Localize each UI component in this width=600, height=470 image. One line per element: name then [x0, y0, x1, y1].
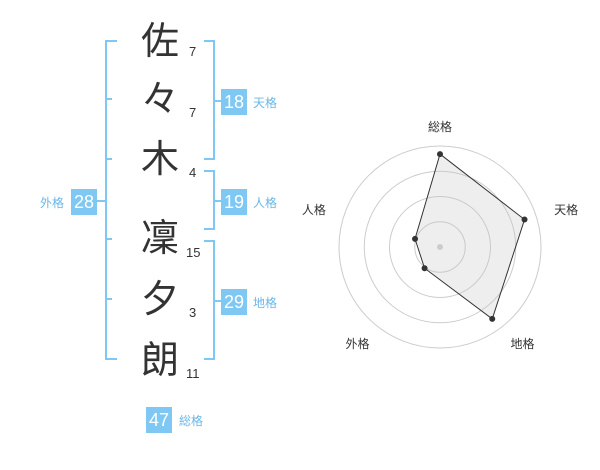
name-char-3: 木 — [140, 137, 179, 181]
radar-axis-label: 総格 — [428, 119, 452, 134]
stroke-count-2: 7 — [189, 105, 197, 120]
name-char-5: 夕 — [140, 277, 179, 321]
radar-point — [489, 315, 496, 322]
jinkaku-value: 19 — [221, 189, 247, 215]
name-char-4: 凜 — [140, 216, 179, 260]
radar-point — [412, 235, 419, 242]
tenkaku-label: 天格 — [253, 96, 278, 110]
radar-center-dot — [437, 244, 443, 250]
gaikaku-value: 28 — [71, 189, 97, 215]
radar-axis-label: 外格 — [345, 336, 369, 351]
stroke-count-3: 4 — [189, 165, 197, 180]
radar-axis-label: 人格 — [302, 202, 326, 217]
chikaku-value: 29 — [221, 289, 247, 315]
name-char-2: 々 — [140, 77, 179, 121]
radar-point — [437, 151, 443, 158]
stroke-count-4: 15 — [186, 245, 201, 260]
chikaku-label: 地格 — [253, 296, 278, 310]
soukaku-label: 総格 — [179, 414, 204, 428]
radar-grid-ring — [414, 221, 466, 273]
stroke-count-5: 3 — [189, 305, 197, 320]
radar-axis-label: 地格 — [511, 336, 535, 351]
radar-axis-label: 天格 — [554, 202, 578, 217]
radar-grid-ring — [338, 145, 542, 349]
stroke-count-6: 11 — [186, 366, 200, 381]
radar-grid-ring — [389, 196, 491, 298]
radar-point — [421, 265, 428, 272]
stroke-count-1: 7 — [189, 44, 197, 59]
name-char-1: 佐 — [140, 19, 179, 63]
name-char-6: 朗 — [140, 338, 179, 382]
radar-point — [521, 216, 528, 223]
tenkaku-value: 18 — [221, 89, 247, 115]
soukaku-value: 47 — [146, 407, 172, 433]
jinkaku-label: 人格 — [253, 196, 278, 210]
gaikaku-label: 外格 — [40, 196, 65, 210]
radar-series-area — [414, 153, 526, 320]
